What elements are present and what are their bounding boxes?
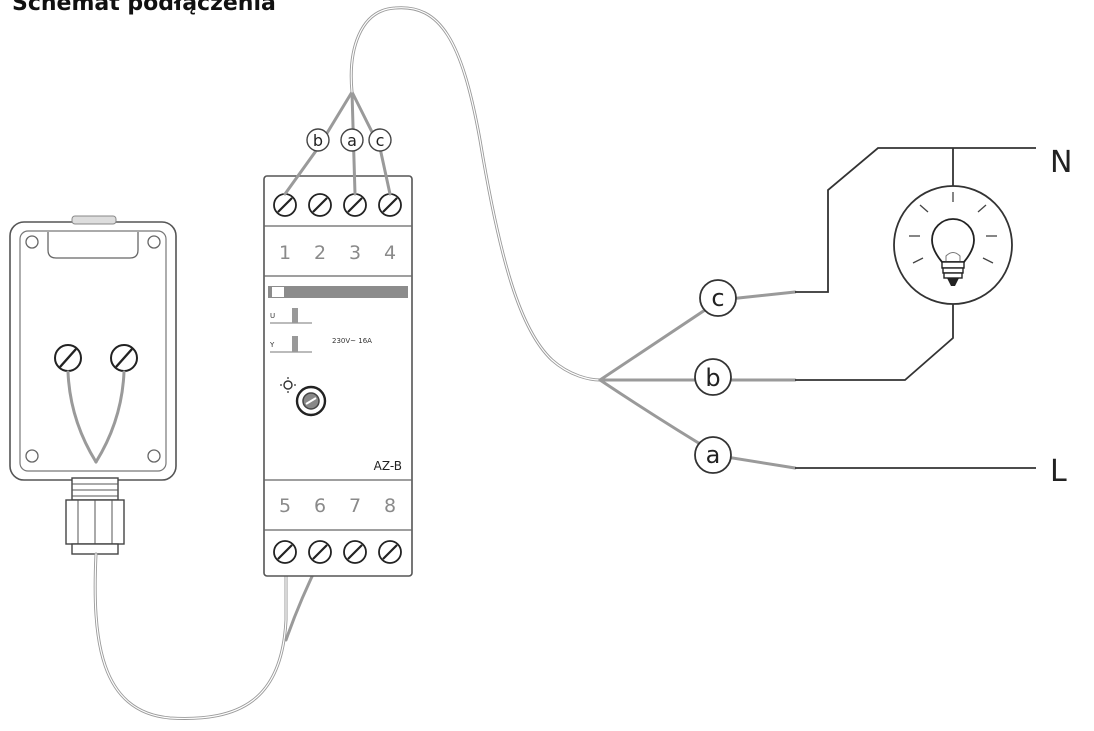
sensor-box-tab	[71, 215, 117, 225]
wire-tag-b: b	[306, 128, 330, 152]
sensor-cable-core	[94, 553, 287, 720]
relay-model: AZ-B	[374, 459, 402, 473]
terminal-6-label: 6	[314, 495, 326, 517]
sensor-box-inner	[19, 230, 167, 472]
neutral-line	[795, 147, 1036, 293]
twilight-relay: 1 2 3 4 U Y 230V~ 16A AZ-B 5	[208, 175, 413, 577]
svg-text:c: c	[376, 131, 385, 150]
relay-rating: 230V~ 16A	[332, 337, 372, 345]
cable-gland	[65, 477, 125, 555]
lead-tag-a: a	[694, 436, 732, 474]
svg-text:a: a	[347, 131, 357, 150]
y-indicator-label: Y	[269, 341, 275, 349]
loop-cable-core	[350, 7, 601, 381]
svg-text:b: b	[313, 131, 323, 150]
u-indicator-label: U	[270, 312, 275, 320]
terminal-5-label: 5	[279, 495, 291, 517]
svg-text:a: a	[706, 441, 721, 469]
relay-bottom-screws	[273, 540, 402, 564]
mount-hole-bl	[25, 449, 39, 463]
sensitivity-knob[interactable]	[295, 385, 327, 417]
mount-hole-tl	[25, 235, 39, 249]
mount-hole-tr	[147, 235, 161, 249]
switched-line	[795, 304, 954, 381]
brand-logo-right	[208, 287, 224, 297]
u-led	[292, 308, 298, 323]
sun-icon	[280, 377, 296, 393]
live-label: L	[1050, 454, 1067, 489]
terminal-2-label: 2	[314, 242, 326, 264]
svg-text:c: c	[711, 284, 724, 312]
lamp	[893, 185, 1013, 305]
sensor-lead-right	[94, 370, 126, 464]
diagram-title: Schemat podłączenia	[12, 0, 276, 16]
y-led	[292, 336, 298, 352]
sensor-lead-left	[66, 370, 98, 464]
neutral-label: N	[1050, 145, 1072, 180]
lightbulb-icon	[931, 218, 975, 263]
sensor-box-outer	[9, 221, 177, 481]
wire-tag-a: a	[340, 128, 364, 152]
sensor-screw-right	[110, 344, 138, 372]
light-rays	[909, 192, 997, 264]
terminal-8-label: 8	[384, 495, 396, 517]
mount-hole-br	[147, 449, 161, 463]
light-sensor-box	[9, 215, 177, 555]
sensor-cable	[93, 552, 288, 720]
relay-brand-bar	[268, 286, 408, 298]
sensor-screw-left	[54, 344, 82, 372]
terminal-4-label: 4	[384, 242, 396, 264]
terminal-3-label: 3	[349, 242, 361, 264]
sensor-box-rib	[47, 232, 139, 259]
brand-logo-left	[272, 287, 284, 297]
terminal-1-label: 1	[279, 242, 291, 264]
terminal-7-label: 7	[349, 495, 361, 517]
svg-text:b: b	[705, 364, 720, 392]
wire-tag-c: c	[368, 128, 392, 152]
lead-tag-c: c	[699, 279, 737, 317]
lead-tag-b: b	[694, 358, 732, 396]
